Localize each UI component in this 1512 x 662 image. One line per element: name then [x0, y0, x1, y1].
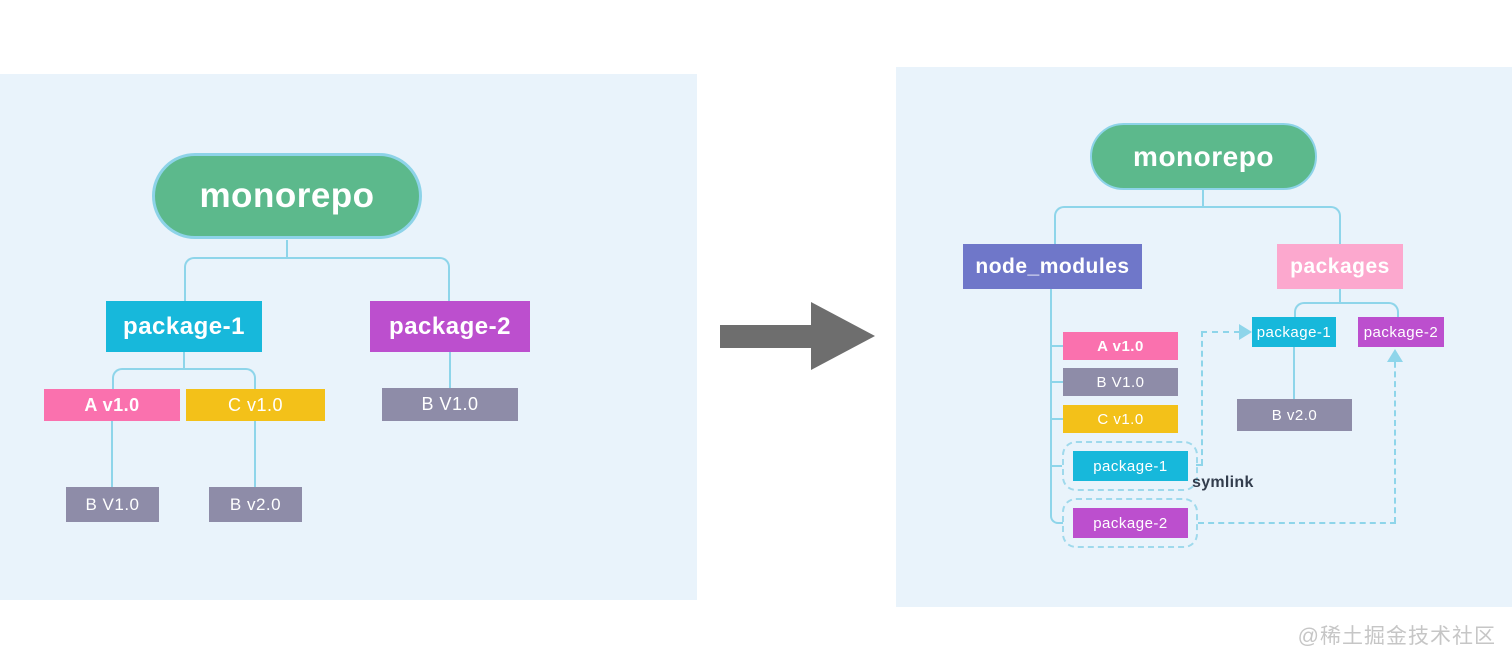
- left-dep-b1-under-package2-node: B V1.0: [382, 388, 518, 421]
- symlinked-package2-container: [1062, 498, 1198, 548]
- left-package-1-label: package-1: [123, 312, 245, 340]
- packages-node: packages: [1277, 244, 1403, 289]
- symlink2-arrowhead-icon: [1387, 349, 1403, 362]
- nm-package-2-label: package-2: [1093, 514, 1168, 532]
- left-a-child-line: [111, 421, 113, 487]
- pk-package-2-node: package-2: [1358, 317, 1444, 347]
- nm-dep-a-label: A v1.0: [1097, 337, 1144, 355]
- right-root-stub-line: [1202, 189, 1204, 207]
- transform-arrow-shaft: [720, 325, 813, 348]
- left-c-child-line: [254, 421, 256, 487]
- nm-package-2-node: package-2: [1073, 508, 1188, 538]
- pk-dep-b2-label: B v2.0: [1271, 406, 1318, 424]
- right-root-label: monorepo: [1133, 140, 1274, 172]
- symlink1-horizontal-dashed-line: [1201, 331, 1240, 333]
- left-package1-stub-line: [183, 352, 185, 369]
- pk-package-2-label: package-2: [1363, 323, 1439, 341]
- nm-dep-b-label: B V1.0: [1096, 373, 1145, 391]
- pk-dep-b2-node: B v2.0: [1237, 399, 1352, 431]
- nm-package-1-node: package-1: [1073, 451, 1188, 481]
- watermark: @稀土掘金技术社区: [1297, 625, 1496, 648]
- left-package1-bracket-line: [112, 368, 256, 390]
- left-dep-b1-under-a-node: B V1.0: [66, 487, 159, 522]
- left-dep-c-label: C v1.0: [227, 394, 284, 415]
- right-node-modules-trunk-line: [1050, 289, 1063, 524]
- right-package1-child-line: [1293, 347, 1295, 400]
- left-package-1-node: package-1: [106, 301, 262, 352]
- left-dep-a-label: A v1.0: [84, 394, 140, 415]
- node-modules-node: node_modules: [963, 244, 1142, 289]
- node-modules-label: node_modules: [975, 254, 1130, 278]
- pk-package-1-node: package-1: [1252, 317, 1336, 347]
- nm-dep-c-label: C v1.0: [1097, 410, 1144, 428]
- right-trunk-stub-c: [1050, 418, 1063, 420]
- transform-arrow-head: [811, 302, 875, 370]
- left-package-2-node: package-2: [370, 301, 530, 352]
- pk-package-1-label: package-1: [1256, 323, 1332, 341]
- left-dep-b2-under-c-label: B v2.0: [229, 494, 282, 514]
- right-root-node: monorepo: [1090, 123, 1317, 190]
- left-dep-b1-under-a-label: B V1.0: [85, 494, 140, 514]
- left-package2-child-line: [449, 352, 451, 389]
- left-root-stub-line: [286, 240, 288, 258]
- left-root-node: monorepo: [152, 153, 422, 239]
- left-package-2-label: package-2: [389, 312, 511, 340]
- nm-package-1-label: package-1: [1093, 457, 1168, 475]
- symlink1-arrowhead-icon: [1239, 324, 1252, 340]
- right-trunk-stub-a: [1050, 345, 1063, 347]
- left-dep-a-node: A v1.0: [44, 389, 180, 421]
- symlink2-horizontal-dashed-line: [1198, 522, 1396, 524]
- symlink1-stub-dashed-line: [1196, 464, 1203, 466]
- right-packages-stub-line: [1339, 289, 1341, 303]
- symlink2-vertical-dashed-line: [1394, 352, 1396, 523]
- right-trunk-stub-package1: [1050, 465, 1062, 467]
- left-root-label: monorepo: [199, 176, 375, 215]
- right-root-bracket-line: [1054, 206, 1341, 245]
- nm-dep-b-node: B V1.0: [1063, 368, 1178, 396]
- right-packages-bracket-line: [1294, 302, 1399, 318]
- nm-dep-a-node: A v1.0: [1063, 332, 1178, 360]
- left-dep-c-node: C v1.0: [186, 389, 325, 421]
- packages-label: packages: [1290, 254, 1390, 278]
- left-root-bracket-line: [184, 257, 450, 302]
- symlinked-package1-container: [1062, 441, 1198, 491]
- left-dep-b1-under-package2-label: B V1.0: [421, 394, 479, 414]
- left-dep-b2-under-c-node: B v2.0: [209, 487, 302, 522]
- right-trunk-stub-b: [1050, 381, 1063, 383]
- nm-dep-c-node: C v1.0: [1063, 405, 1178, 433]
- symlink1-vertical-dashed-line: [1201, 331, 1203, 465]
- symlink-annotation: symlink: [1192, 474, 1254, 491]
